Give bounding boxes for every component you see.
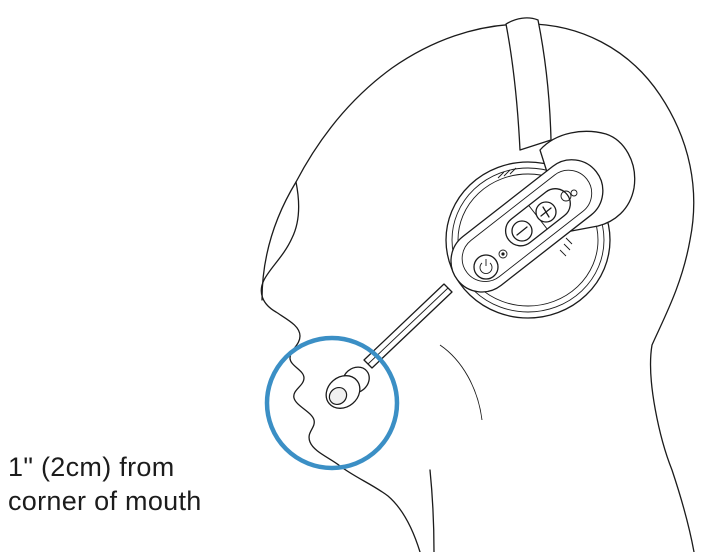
caption-line-2: corner of mouth [8, 484, 202, 518]
minus-icon [512, 221, 532, 241]
plus-icon [536, 202, 556, 222]
power-button[interactable] [474, 255, 498, 279]
jaw-contour [440, 345, 482, 420]
caption-line-1: 1" (2cm) from [8, 450, 202, 484]
microphone-tip [320, 362, 375, 415]
neck-outline [430, 470, 434, 552]
mouth-distance-caption: 1" (2cm) from corner of mouth [8, 450, 202, 518]
face-profile-outline [261, 182, 420, 552]
microphone-boom-edge [368, 288, 448, 364]
headband [506, 18, 551, 150]
